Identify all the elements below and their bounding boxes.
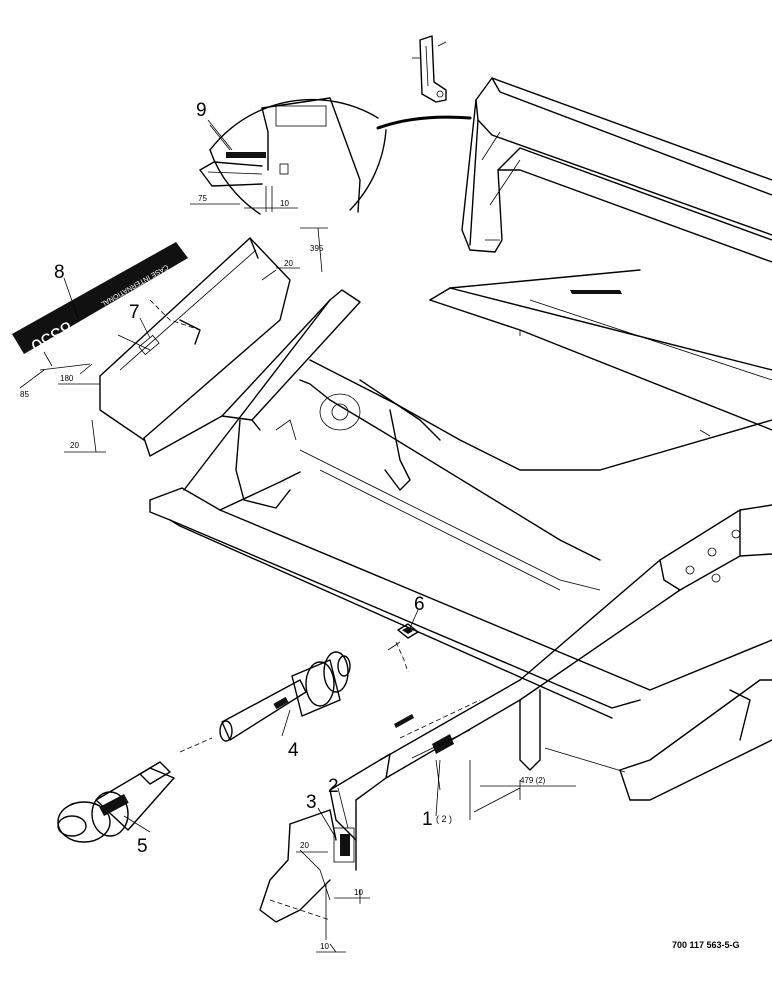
- side-channel: [99, 237, 291, 457]
- callout-8: 8: [54, 262, 65, 283]
- callout-3: 3: [306, 792, 317, 813]
- decal-8350: [12, 242, 188, 354]
- dimension-lines: [19, 227, 576, 853]
- callout-4: 4: [288, 740, 299, 761]
- decal-6: [387, 623, 419, 673]
- callout-2: 2: [328, 776, 339, 797]
- hitch-assembly: [259, 753, 391, 953]
- driveshaft-4: [179, 651, 351, 753]
- dim-180: 180: [60, 374, 74, 383]
- bracket-hardware: [412, 35, 447, 103]
- rear-frame-assembly: [461, 77, 772, 263]
- dim-20-left: 20: [70, 441, 79, 450]
- callout-6: 6: [414, 594, 425, 615]
- right-frame-rail: [379, 504, 772, 820]
- reference-number: 700 117 563-5-G: [672, 940, 740, 950]
- leader-lines: [63, 119, 441, 839]
- dim-10-bottom: 10: [320, 942, 329, 951]
- dim-10-right: 10: [354, 888, 363, 897]
- dim-75: 75: [198, 194, 207, 203]
- callout-5: 5: [137, 836, 148, 857]
- dim-20-top: 20: [284, 259, 293, 268]
- decal-1-group: [394, 699, 481, 791]
- driveshaft-5: [57, 761, 175, 843]
- dim-85: 85: [20, 390, 29, 399]
- dim-10-detail: 10: [280, 199, 289, 208]
- callout-9: 9: [196, 100, 207, 121]
- dim-20-bottom: 20: [300, 841, 309, 850]
- main-frame: [149, 269, 772, 719]
- callout-7: 7: [129, 302, 140, 323]
- callout-1-quantity: ( 2 ): [436, 814, 452, 824]
- detail-view-9: [190, 97, 472, 215]
- dim-395: 395: [310, 244, 324, 253]
- dim-479: 479 (2): [520, 776, 546, 785]
- callout-1: 1: [422, 809, 433, 830]
